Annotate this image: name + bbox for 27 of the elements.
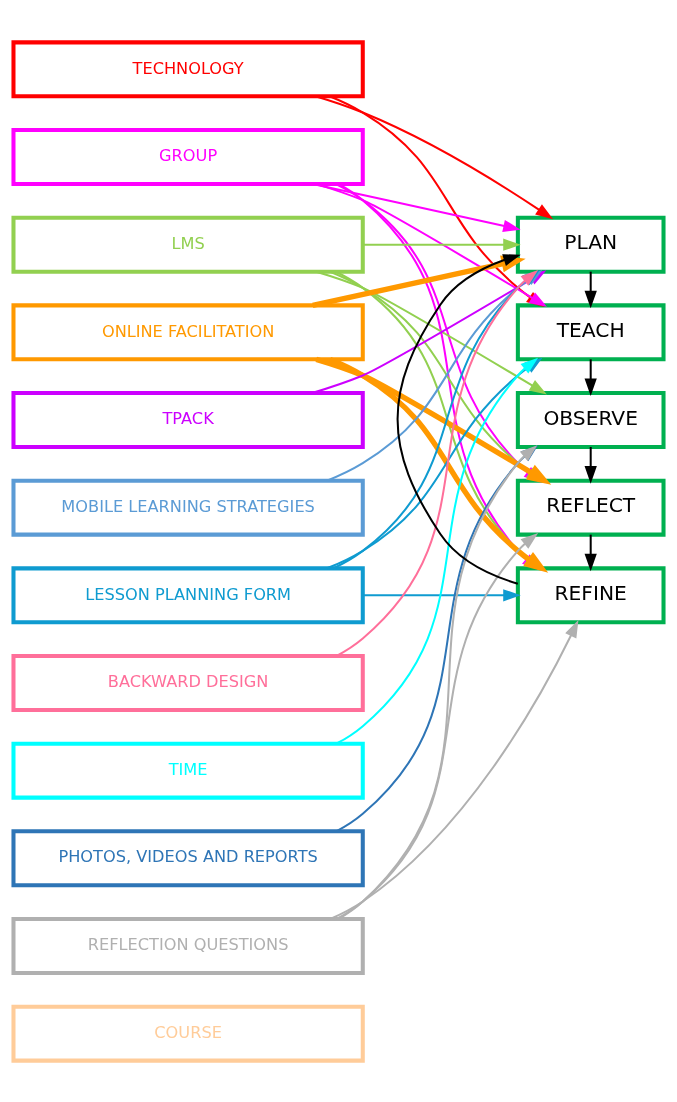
node-box: LMS	[11, 215, 365, 274]
arrow	[584, 271, 597, 308]
node-box: PLAN	[515, 215, 666, 274]
node-box: OBSERVE	[515, 390, 666, 449]
node-box: LESSON PLANNING FORM	[11, 565, 365, 624]
arrow	[315, 95, 554, 219]
arrow	[312, 182, 521, 232]
arrow	[363, 238, 521, 251]
node-box: BACKWARD DESIGN	[11, 653, 365, 712]
arrow	[363, 588, 521, 601]
node-box: TEACH	[515, 302, 666, 361]
arrow	[584, 534, 597, 571]
arrow	[396, 253, 521, 585]
node-box: PHOTOS, VIDEOS AND REPORTS	[11, 828, 365, 887]
node-box: TECHNOLOGY	[11, 39, 365, 98]
node-box: GROUP	[11, 127, 365, 186]
node-box: ONLINE FACILITATION	[11, 302, 365, 361]
node-box: TIME	[11, 741, 365, 800]
arrow	[584, 446, 597, 484]
node-box: COURSE	[11, 1004, 365, 1063]
arrow	[329, 619, 579, 920]
node-box: MOBILE LEARNING STRATEGIES	[11, 478, 365, 537]
node-box: TPACK	[11, 390, 365, 449]
node-box: REFLECTION QUESTIONS	[11, 916, 365, 975]
node-box: REFINE	[515, 565, 666, 624]
node-box: REFLECT	[515, 478, 666, 537]
arrow	[584, 358, 597, 396]
